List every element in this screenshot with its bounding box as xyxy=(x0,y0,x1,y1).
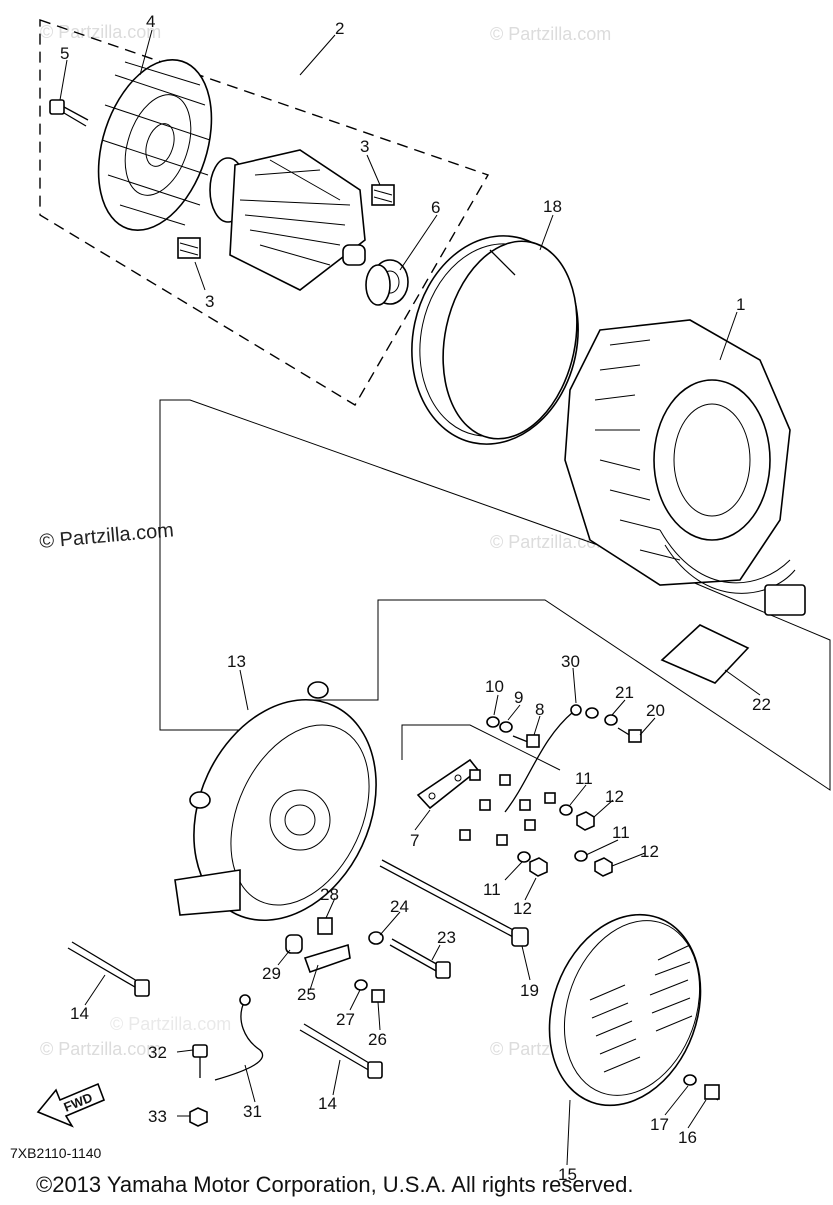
terminal-washer xyxy=(585,707,599,719)
watermark: © Partzilla.com xyxy=(40,22,161,42)
screw-26 xyxy=(371,989,385,1003)
washer-10 xyxy=(486,716,500,728)
washer-21 xyxy=(604,714,618,726)
callout-11: 11 xyxy=(483,880,501,899)
washer-11c xyxy=(517,851,531,863)
callout-16: 16 xyxy=(678,1128,697,1147)
insulation-pad-22 xyxy=(660,624,750,684)
watermark: © Partzilla.com xyxy=(110,1014,231,1034)
cooling-fan xyxy=(97,58,213,232)
through-bolt-14b xyxy=(299,1023,383,1079)
callout-20: 20 xyxy=(646,701,665,720)
diagram-code: 7XB2110-1140 xyxy=(10,1145,102,1161)
screw-20 xyxy=(617,727,642,743)
bearing-6 xyxy=(365,259,409,306)
nut-12c xyxy=(529,857,548,877)
lead-terminal xyxy=(239,994,251,1006)
rotor-assembly-group-outline xyxy=(39,19,490,406)
through-bolt-14a xyxy=(67,941,150,997)
callout-11: 11 xyxy=(612,823,630,842)
callout-29: 29 xyxy=(262,964,281,983)
callout-23: 23 xyxy=(437,928,456,947)
callout-21: 21 xyxy=(615,683,634,702)
nut-12a xyxy=(576,811,595,831)
callout-31: 31 xyxy=(243,1102,262,1121)
fwd-arrow-icon: FWD xyxy=(36,1082,106,1128)
callout-9: 9 xyxy=(514,688,523,707)
watermark: © Partzilla.com xyxy=(40,1039,161,1059)
callout-7: 7 xyxy=(410,831,419,850)
brush-holder-25 xyxy=(303,943,351,974)
stud-19 xyxy=(379,859,529,947)
washer-9 xyxy=(499,721,513,733)
callout-32: 32 xyxy=(148,1043,167,1062)
magnet-3a xyxy=(371,184,395,206)
rear-cover-15 xyxy=(548,913,702,1107)
terminal-30 xyxy=(570,704,582,716)
callout-12: 12 xyxy=(605,787,624,806)
bolt-32 xyxy=(192,1044,208,1078)
washer-11a xyxy=(559,804,573,816)
callout-15: 15 xyxy=(558,1165,577,1184)
brush-group-outline xyxy=(401,724,561,771)
callout-27: 27 xyxy=(336,1010,355,1029)
callout-25: 25 xyxy=(297,985,316,1004)
callout-26: 26 xyxy=(368,1030,387,1049)
bolt-23 xyxy=(389,938,451,979)
callout-12: 12 xyxy=(640,842,659,861)
callout-17: 17 xyxy=(650,1115,669,1134)
diode-connectors xyxy=(459,769,556,846)
lead-wire-30 xyxy=(504,711,574,813)
screw-8 xyxy=(512,734,540,748)
callout-14: 14 xyxy=(318,1094,337,1113)
callout-12: 12 xyxy=(513,899,532,918)
callout-30: 30 xyxy=(561,652,580,671)
callout-5: 5 xyxy=(60,44,69,63)
callout-6: 6 xyxy=(431,198,440,217)
callout-13: 13 xyxy=(227,652,246,671)
watermark: © Partzilla.com xyxy=(490,24,611,44)
callout-24: 24 xyxy=(390,897,409,916)
callout-28: 28 xyxy=(320,885,339,904)
washer-11b xyxy=(574,850,588,862)
callout-3: 3 xyxy=(360,137,369,156)
stator-band-18 xyxy=(411,235,579,445)
callout-33: 33 xyxy=(148,1107,167,1126)
leader-lines xyxy=(59,29,761,1166)
stator-1 xyxy=(564,319,806,616)
spacer-29 xyxy=(285,934,303,954)
bolt-5 xyxy=(49,99,89,127)
ground-lead-31 xyxy=(214,999,264,1081)
rectifier-7 xyxy=(416,758,480,810)
callout-18: 18 xyxy=(543,197,562,216)
callout-1: 1 xyxy=(736,295,745,314)
callout-4: 4 xyxy=(146,12,155,31)
washer-17 xyxy=(683,1074,697,1086)
callout-10: 10 xyxy=(485,677,504,696)
watermark: © Partzilla.com xyxy=(490,532,611,552)
callout-8: 8 xyxy=(535,700,544,719)
callout-3: 3 xyxy=(205,292,214,311)
callout-2: 2 xyxy=(335,19,344,38)
washer-24 xyxy=(368,931,384,945)
rotor xyxy=(209,149,366,291)
callout-14: 14 xyxy=(70,1004,89,1023)
bolt-16 xyxy=(704,1084,720,1101)
brush-28 xyxy=(317,917,333,935)
washer-27 xyxy=(354,979,368,991)
watermark-main: © Partzilla.com xyxy=(39,519,175,553)
callout-11: 11 xyxy=(575,769,593,788)
magnet-3b xyxy=(177,237,201,259)
nut-33 xyxy=(189,1107,208,1127)
end-housing-13 xyxy=(174,681,377,922)
callout-19: 19 xyxy=(520,981,539,1000)
nut-12b xyxy=(594,857,613,877)
callout-22: 22 xyxy=(752,695,771,714)
copyright-notice: ©2013 Yamaha Motor Corporation, U.S.A. A… xyxy=(36,1172,633,1197)
